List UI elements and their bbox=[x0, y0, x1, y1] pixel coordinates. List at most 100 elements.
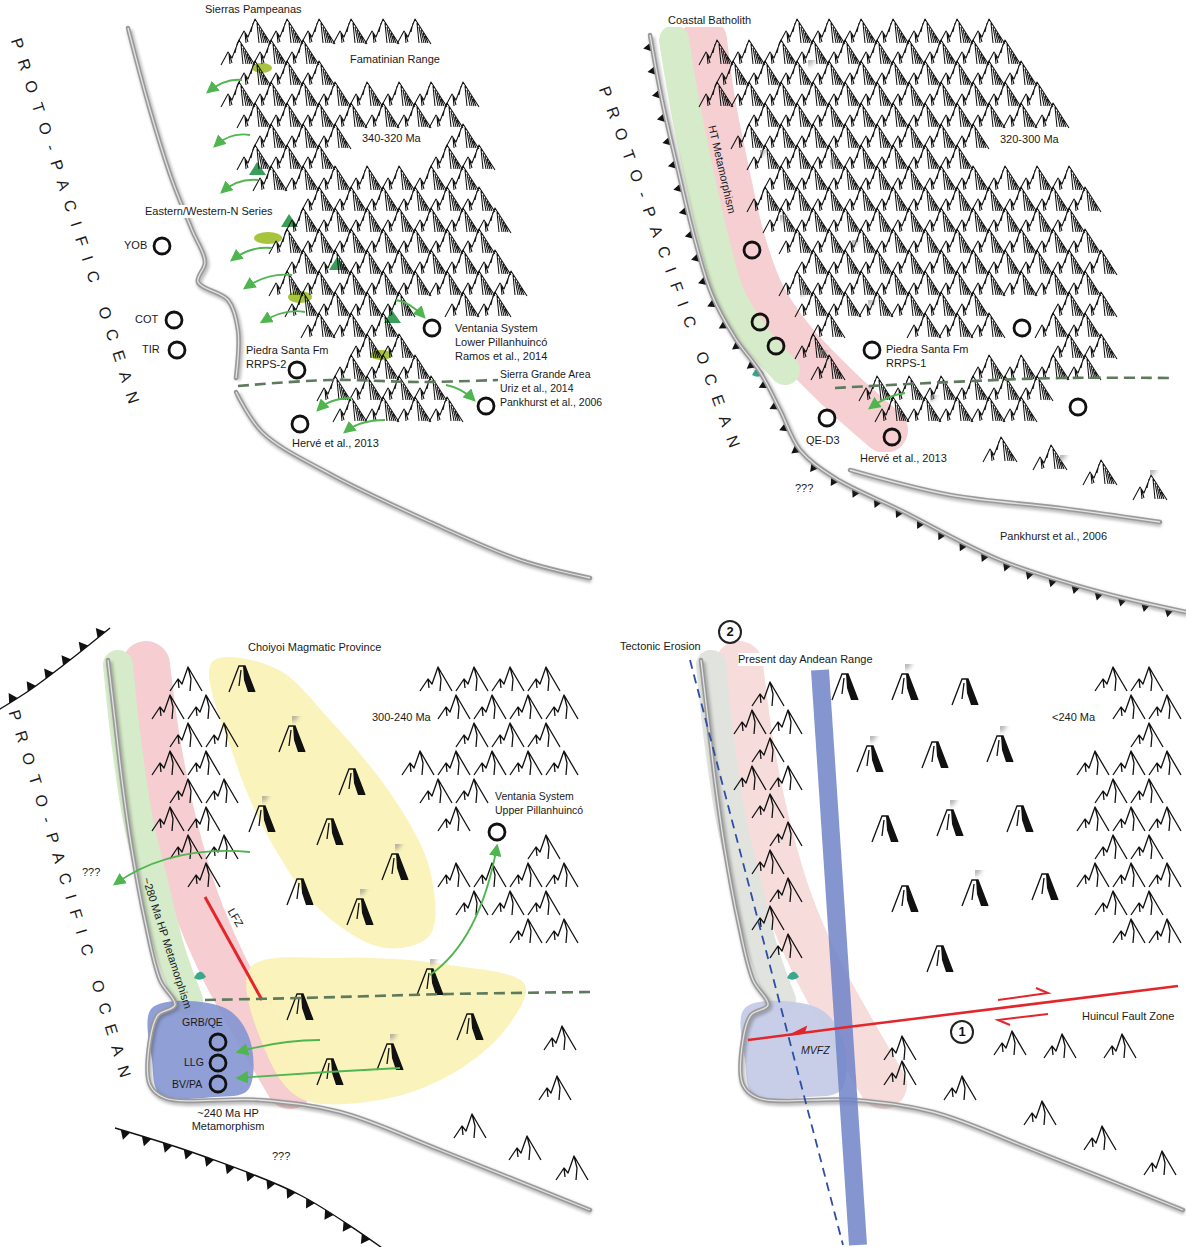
mountain-symbol bbox=[438, 807, 470, 831]
smoke-puff bbox=[866, 721, 874, 729]
smoke-puff bbox=[804, 45, 812, 53]
mountain-symbol bbox=[1067, 313, 1101, 338]
mountain-symbol bbox=[971, 271, 1005, 296]
mountain-symbol bbox=[811, 271, 845, 296]
mountain-outline bbox=[317, 250, 351, 275]
mountain-symbol bbox=[269, 103, 303, 128]
mountain-symbol bbox=[971, 397, 1005, 422]
mountain-outline bbox=[445, 208, 479, 233]
mountain-outline bbox=[1113, 695, 1145, 719]
map-label: YOB bbox=[124, 239, 147, 252]
mountain-symbol bbox=[456, 723, 488, 747]
mountain-symbol bbox=[1113, 863, 1145, 887]
mountain-symbol bbox=[253, 82, 287, 107]
mountain-outline bbox=[381, 250, 415, 275]
mountain-symbol bbox=[152, 751, 184, 775]
mountain-outline bbox=[528, 667, 560, 691]
mountain-symbol bbox=[699, 82, 733, 107]
fault-label: MVFZ bbox=[801, 1044, 830, 1056]
mountain-outline bbox=[510, 695, 542, 719]
mountain-outline bbox=[188, 751, 220, 775]
mountain-outline bbox=[923, 124, 957, 149]
mountain-outline bbox=[939, 229, 973, 254]
mountain-outline bbox=[528, 891, 560, 915]
mountain-outline bbox=[939, 103, 973, 128]
mountain-symbol bbox=[907, 313, 941, 338]
mountain-outline bbox=[188, 863, 220, 887]
mountain-outline bbox=[206, 723, 238, 747]
smoke-plume bbox=[965, 855, 985, 876]
mountain-outline bbox=[333, 313, 367, 338]
mountain-symbol bbox=[907, 397, 941, 422]
smoke-puff bbox=[258, 781, 266, 789]
mountain-outline bbox=[1131, 779, 1163, 803]
sample-site bbox=[424, 320, 440, 336]
mountain-symbol bbox=[971, 313, 1005, 338]
mountain-outline bbox=[747, 61, 781, 86]
mountain-outline bbox=[477, 292, 511, 317]
mountain-outline bbox=[1003, 271, 1037, 296]
mountain-symbol bbox=[152, 695, 184, 719]
map-label: RRPS-1 bbox=[886, 357, 926, 370]
mountain-outline bbox=[365, 271, 399, 296]
mountain-outline bbox=[811, 187, 845, 212]
map-label: COT bbox=[135, 313, 158, 326]
mountain-outline bbox=[875, 271, 909, 296]
mountain-symbol bbox=[994, 1031, 1026, 1055]
trench-line bbox=[115, 1128, 385, 1247]
mountain-outline bbox=[269, 103, 303, 128]
coastline-highlight bbox=[701, 660, 1183, 1210]
mountain-symbol bbox=[1067, 229, 1101, 254]
mountain-outline bbox=[859, 124, 893, 149]
andean-range-band bbox=[820, 670, 858, 1245]
coastline-shadow bbox=[652, 37, 1186, 614]
mountain-symbol bbox=[747, 61, 781, 86]
mountain-outline bbox=[923, 166, 957, 191]
sample-site bbox=[210, 1076, 226, 1092]
mountain-symbol bbox=[770, 934, 802, 958]
mountain-outline bbox=[1067, 271, 1101, 296]
mountain-symbol bbox=[349, 250, 383, 275]
volcano-outline bbox=[377, 1044, 403, 1070]
mountain-symbol bbox=[1019, 250, 1053, 275]
sample-site bbox=[752, 314, 768, 330]
mountain-symbol bbox=[939, 187, 973, 212]
volcano-outline bbox=[339, 769, 365, 795]
mountain-outline bbox=[381, 166, 415, 191]
mountain-outline bbox=[779, 103, 813, 128]
mountain-outline bbox=[546, 919, 578, 943]
ocean-label: PROTO-PACIFIC OCEAN bbox=[7, 36, 146, 417]
mountain-symbol bbox=[461, 187, 495, 212]
mountain-symbol bbox=[779, 229, 813, 254]
mountain-outline bbox=[333, 355, 367, 380]
mountain-outline bbox=[285, 208, 319, 233]
mountain-symbol bbox=[1003, 397, 1037, 422]
mountain-symbol bbox=[317, 250, 351, 275]
mountain-symbol bbox=[429, 103, 463, 128]
volcano-symbol bbox=[832, 674, 858, 700]
smoke-plume bbox=[858, 285, 878, 306]
mountain-outline bbox=[1144, 1151, 1176, 1175]
mountain-symbol bbox=[206, 835, 238, 859]
mountain-outline bbox=[349, 292, 383, 317]
mountain-outline bbox=[795, 82, 829, 107]
mountain-symbol bbox=[987, 208, 1021, 233]
mountain-outline bbox=[170, 779, 202, 803]
mountain-symbol bbox=[544, 1026, 576, 1050]
mountain-symbol bbox=[269, 19, 303, 44]
ocean-label: PROTO-PACIFIC OCEAN bbox=[595, 84, 747, 461]
mountain-outline bbox=[509, 1136, 541, 1160]
mountain-outline bbox=[795, 250, 829, 275]
mountain-outline bbox=[1083, 460, 1117, 485]
mountain-symbol bbox=[420, 667, 452, 691]
mountain-symbol bbox=[752, 906, 784, 930]
mountain-outline bbox=[206, 835, 238, 859]
mountain-symbol bbox=[381, 250, 415, 275]
mountain-symbol bbox=[752, 682, 784, 706]
mountain-outline bbox=[1104, 1034, 1136, 1058]
mountain-outline bbox=[955, 82, 989, 107]
map-label: Choiyoi Magmatic Province bbox=[248, 641, 381, 654]
mountain-symbol bbox=[1149, 807, 1181, 831]
mountain-outline bbox=[397, 229, 431, 254]
mountain-symbol bbox=[188, 695, 220, 719]
